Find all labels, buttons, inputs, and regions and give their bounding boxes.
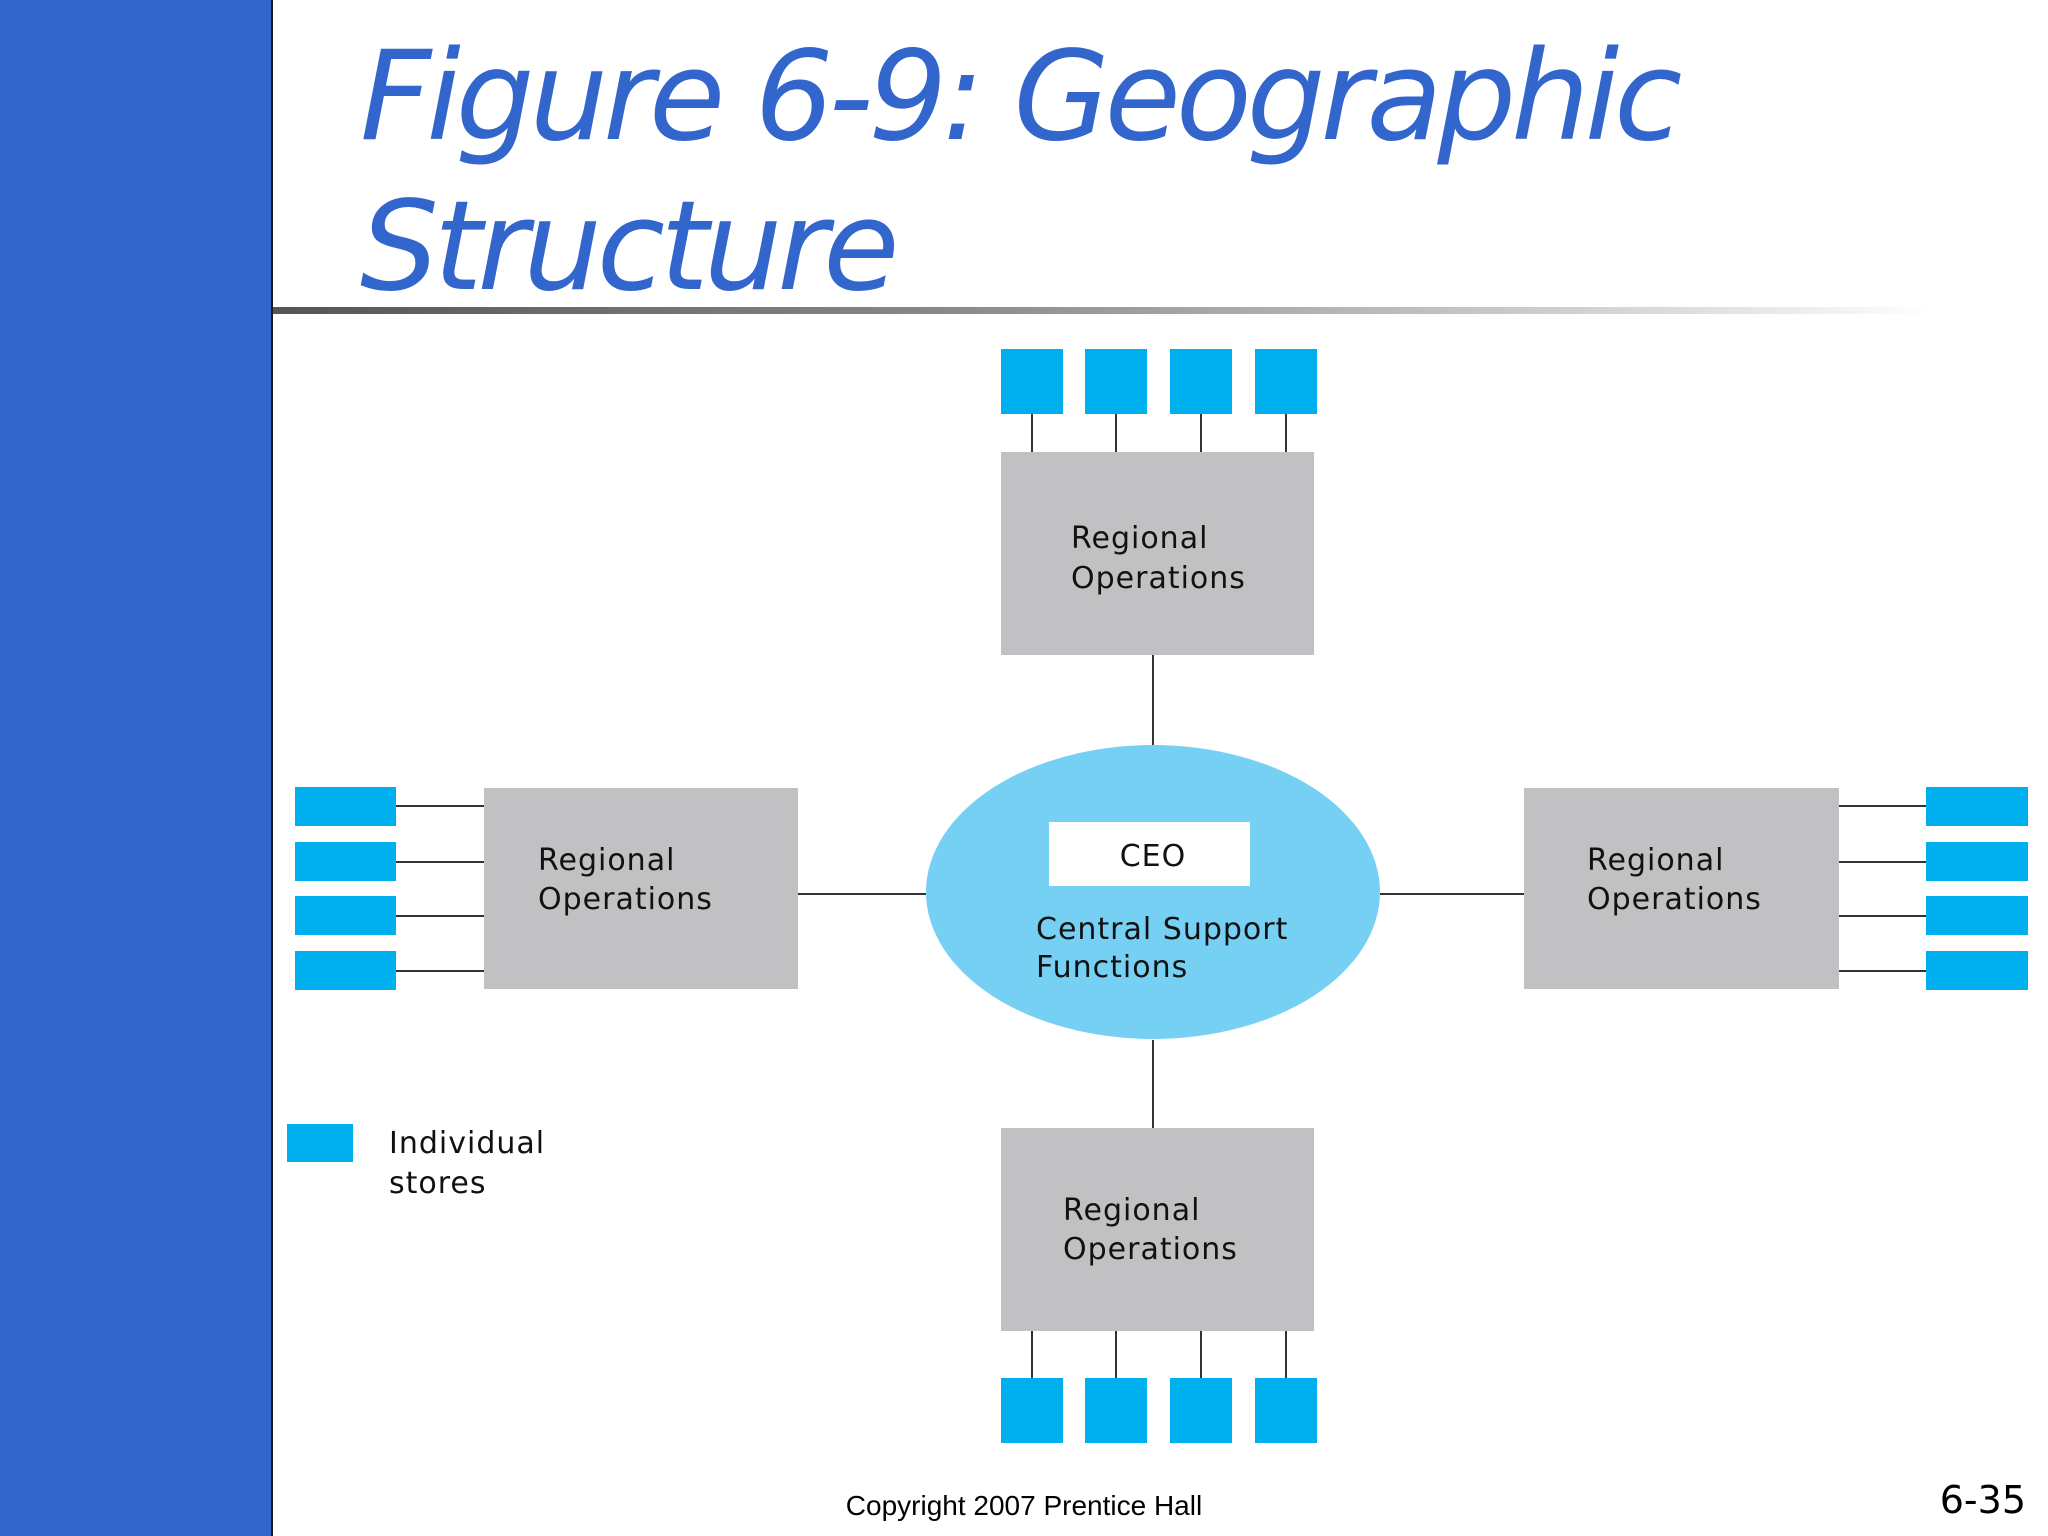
store-box-bottom-4 [1255, 1378, 1317, 1443]
legend-line2: stores [389, 1166, 487, 1201]
title-divider [273, 307, 1933, 314]
region-right-line1: Regional [1587, 843, 1724, 878]
page-title: Figure 6-9: Geographic Structure [360, 22, 1860, 322]
store-box-right-2 [1926, 842, 2028, 881]
store-box-bottom-1 [1001, 1378, 1063, 1443]
title-line-2: Structure [360, 175, 900, 319]
store-box-bottom-3 [1170, 1378, 1232, 1443]
store-box-top-1 [1001, 349, 1063, 414]
support-line2: Functions [1036, 950, 1188, 985]
store-box-top-2 [1085, 349, 1147, 414]
ceo-label: CEO [1120, 839, 1187, 874]
region-top-line2: Operations [1071, 561, 1246, 596]
store-box-right-1 [1926, 787, 2028, 826]
region-box-bottom: Regional Operations [1001, 1128, 1314, 1331]
region-top-line1: Regional [1071, 521, 1208, 556]
ceo-box [1049, 822, 1250, 886]
store-box-left-2 [295, 842, 396, 881]
region-left-line2: Operations [538, 882, 713, 917]
connector-lines [396, 414, 1926, 1378]
region-box-top: Regional Operations [1001, 452, 1314, 655]
central-hub: CEO Central Support Functions [926, 745, 1380, 1039]
region-bottom-line1: Regional [1063, 1193, 1200, 1228]
legend-line1: Individual [389, 1126, 545, 1161]
store-box-bottom-2 [1085, 1378, 1147, 1443]
store-box-top-3 [1170, 349, 1232, 414]
region-box-right: Regional Operations [1524, 788, 1839, 989]
store-box-left-4 [295, 951, 396, 990]
support-line1: Central Support [1036, 912, 1288, 947]
store-box-left-1 [295, 787, 396, 826]
sidebar-bar [0, 0, 273, 1536]
slide-number: 6-35 [1939, 1478, 2026, 1522]
legend-swatch [287, 1124, 353, 1162]
copyright-footer: Copyright 2007 Prentice Hall [845, 1490, 1203, 1521]
title-line-1: Figure 6-9: Geographic [360, 25, 1682, 169]
store-box-right-4 [1926, 951, 2028, 990]
region-right-line2: Operations [1587, 882, 1762, 917]
store-box-left-3 [295, 896, 396, 935]
legend: Individual stores [287, 1124, 545, 1201]
region-left-line1: Regional [538, 843, 675, 878]
store-box-top-4 [1255, 349, 1317, 414]
region-box-left: Regional Operations [484, 788, 798, 989]
store-box-right-3 [1926, 896, 2028, 935]
region-bottom-line2: Operations [1063, 1232, 1238, 1267]
